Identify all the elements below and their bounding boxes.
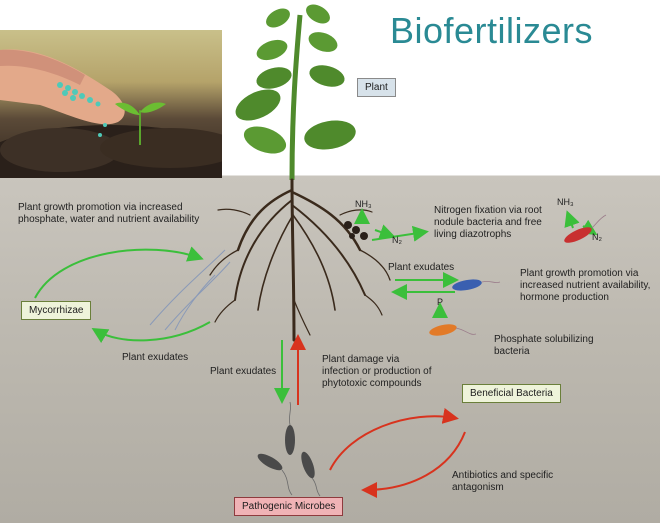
n2-bacteria-label: N₂ xyxy=(592,232,602,242)
plant-box: Plant xyxy=(357,78,396,97)
label-plant-damage: Plant damage via infection or production… xyxy=(322,354,432,389)
root-nodules xyxy=(344,221,368,240)
pathogenic-microbes-box: Pathogenic Microbes xyxy=(234,497,344,516)
page-title: Biofertilizers xyxy=(390,10,594,51)
label-nutrient-promotion: Plant growth promotion via increased nut… xyxy=(520,268,651,303)
label-antibiotics: Antibiotics and specific antagonism xyxy=(452,470,554,493)
plant-illustration xyxy=(235,4,356,181)
fertilizer-photo xyxy=(0,30,222,178)
beneficial-bacteria-box: Beneficial Bacteria xyxy=(462,384,561,403)
nh3-root-label: NH₃ xyxy=(355,199,372,209)
red-arrows xyxy=(290,334,466,498)
nh3-bacteria-label: NH₃ xyxy=(557,197,574,207)
hyphae-lines xyxy=(149,249,231,331)
phosphorus-label: P xyxy=(437,297,444,307)
label-exudates-pathogen: Plant exudates xyxy=(210,366,277,377)
n2-root-label: N₂ xyxy=(392,235,402,245)
label-phosphate-promotion: Plant growth promotion via increased pho… xyxy=(18,202,200,225)
label-exudates-bacteria: Plant exudates xyxy=(388,262,455,273)
label-nitrogen-fixation: Nitrogen fixation via root nodule bacter… xyxy=(434,205,542,240)
mycorrhizae-box: Mycorrhizae xyxy=(21,301,92,320)
green-arrows xyxy=(34,208,598,404)
bacteria-illustrations xyxy=(257,214,607,497)
label-phosphate-solubilizing: Phosphate solubilizing bacteria xyxy=(494,334,594,357)
label-exudates-mycorrhizae: Plant exudates xyxy=(122,352,189,363)
root-system xyxy=(209,178,391,342)
